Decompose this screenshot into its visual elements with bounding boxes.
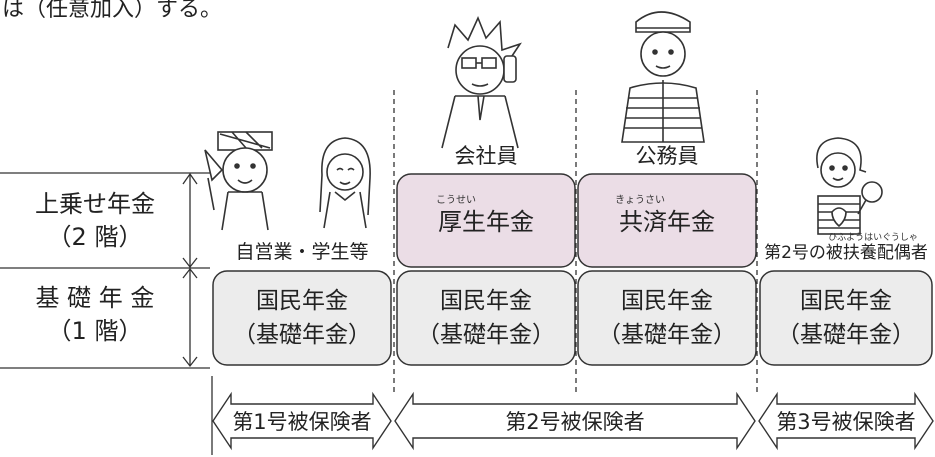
upper-ruby-mutual-aid-pension: きょうさい [615,194,665,206]
base-box-public-servant [577,270,757,366]
base-label-dependent-spouse: 国民年金 [800,288,892,314]
public-servant-illustration [621,11,705,143]
base-sublabel-self-employed: （基礎年金） [233,322,371,348]
insured-label-3: 第3号被保険者 [776,410,915,434]
upper-box-mutual-aid-pension [577,173,757,268]
group-label-dependent-spouse-ruby: ひふようはいぐうしゃ [828,232,918,243]
student-person-illustration [319,137,371,229]
group-label-dependent-spouse: 第2号の被扶養配偶者 [764,243,928,263]
insured-arrow-2 [394,391,756,451]
tier-bracket [0,172,210,369]
group-label-self-employed: 自営業・学生等 [235,241,368,263]
insured-arrows [211,376,934,455]
upper-label-employee-pension: 厚生年金 [438,208,534,236]
base-label-public-servant: 国民年金 [621,288,713,314]
base-box-dependent-spouse [759,270,933,366]
office-worker-illustration [441,15,522,149]
group-label-office-worker: 会社員 [455,144,518,168]
tier-upper-label: 上乗せ年金 [35,190,155,218]
self-employed-person-illustration [204,131,273,231]
base-box-office-worker [396,270,576,366]
base-box-self-employed [212,270,392,366]
base-sublabel-dependent-spouse: （基礎年金） [777,322,915,348]
top-fragment: は（任意加入）する。 [2,0,222,22]
base-label-self-employed: 国民年金 [256,288,348,314]
insured-arrow-1 [212,391,392,451]
tier-upper-sublabel: （2 階） [48,223,143,251]
group-label-public-servant: 公務員 [636,144,699,168]
base-label-office-worker: 国民年金 [440,288,532,314]
insured-label-2: 第2号被保険者 [505,410,644,434]
dependent-spouse-illustration [816,137,883,235]
base-sublabel-office-worker: （基礎年金） [417,322,555,348]
column-separators [393,90,758,395]
insured-label-1: 第1号被保険者 [232,410,371,434]
tier-base-label: 基 礎 年 金 [36,284,155,312]
upper-box-employee-pension [396,173,576,268]
upper-label-mutual-aid-pension: 共済年金 [619,208,715,236]
upper-ruby-employee-pension: こうせい [436,194,476,206]
tier-base-sublabel: （1 階） [48,317,143,345]
insured-arrow-3 [758,391,934,451]
base-sublabel-public-servant: （基礎年金） [598,322,736,348]
